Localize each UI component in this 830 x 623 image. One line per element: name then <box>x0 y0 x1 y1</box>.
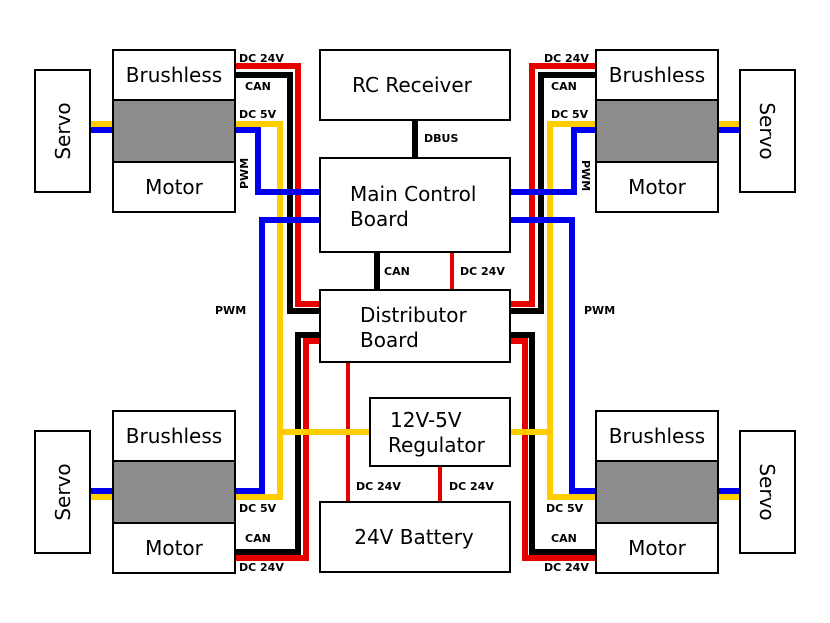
servo-top-left: Servo <box>34 69 91 193</box>
motor-bottom-left: Brushless Motor <box>112 410 236 574</box>
svg-text:12V-5V: 12V-5V <box>390 408 462 432</box>
dc24v-label: DC 24V <box>460 265 505 278</box>
dc24v-label: DC 24V <box>356 480 401 493</box>
svg-text:Distributor: Distributor <box>360 303 467 327</box>
pwm-label: PWM <box>584 304 615 317</box>
dc24v-wire-top-right <box>510 63 596 307</box>
dc24v-wire-bottom-left <box>235 338 320 561</box>
servo-bottom-right: Servo <box>739 430 796 554</box>
servo-label: Servo <box>755 463 779 520</box>
dc24v-wire-bottom-right <box>510 338 596 561</box>
distributor-board-box: Distributor Board <box>319 289 511 363</box>
can-wire-bottom-left <box>235 332 320 555</box>
dc5v-label: DC 5V <box>551 108 589 121</box>
can-wire-bottom-right <box>510 332 596 555</box>
servo-label: Servo <box>755 102 779 159</box>
servo-label: Servo <box>51 463 75 520</box>
motor-label: Motor <box>145 175 204 199</box>
dc5v-label: DC 5V <box>546 502 584 515</box>
svg-text:Main Control: Main Control <box>350 182 476 206</box>
dc5v-label: DC 5V <box>239 502 277 515</box>
dc24v-label: DC 24V <box>544 561 589 574</box>
svg-text:24V Battery: 24V Battery <box>354 525 474 549</box>
brushless-label: Brushless <box>609 63 705 87</box>
can-label: CAN <box>551 80 577 93</box>
dbus-label: DBUS <box>424 132 458 145</box>
motor-label: Motor <box>628 536 687 560</box>
svg-text:Board: Board <box>360 328 419 352</box>
svg-text:Regulator: Regulator <box>388 433 486 457</box>
brushless-label: Brushless <box>126 424 222 448</box>
pwm-label: PWM <box>215 304 246 317</box>
pwm-label: PWM <box>238 158 251 189</box>
servo-top-right: Servo <box>739 69 796 193</box>
can-label: CAN <box>551 532 577 545</box>
can-label: CAN <box>245 532 271 545</box>
dc5v-label: DC 5V <box>239 108 277 121</box>
regulator-box: 12V-5V Regulator <box>369 397 511 467</box>
svg-text:RC Receiver: RC Receiver <box>352 73 473 97</box>
brushless-label: Brushless <box>126 63 222 87</box>
dc24v-label: DC 24V <box>544 52 589 65</box>
dc24v-label: DC 24V <box>239 561 284 574</box>
wire-labels: DC 24V CAN DC 5V PWM DC 24V CAN DC 5V PW… <box>215 52 615 574</box>
servo-label: Servo <box>51 102 75 159</box>
dc24v-label: DC 24V <box>449 480 494 493</box>
dc24v-label: DC 24V <box>239 52 284 65</box>
svg-text:Board: Board <box>350 207 409 231</box>
can-label: CAN <box>245 80 271 93</box>
brushless-label: Brushless <box>609 424 705 448</box>
dc24v-wire-top-left <box>235 63 320 307</box>
main-control-board-box: Main Control Board <box>319 157 511 253</box>
motor-top-left: Brushless Motor <box>112 49 236 213</box>
motor-label: Motor <box>145 536 204 560</box>
battery-box: 24V Battery <box>319 501 511 573</box>
motor-bottom-right: Brushless Motor <box>595 410 719 574</box>
can-label: CAN <box>384 265 410 278</box>
servo-bottom-left: Servo <box>34 430 91 554</box>
pwm-label: PWM <box>579 160 592 191</box>
rc-receiver-box: RC Receiver <box>319 49 511 121</box>
motor-top-right: Brushless Motor <box>595 49 719 213</box>
motor-label: Motor <box>628 175 687 199</box>
